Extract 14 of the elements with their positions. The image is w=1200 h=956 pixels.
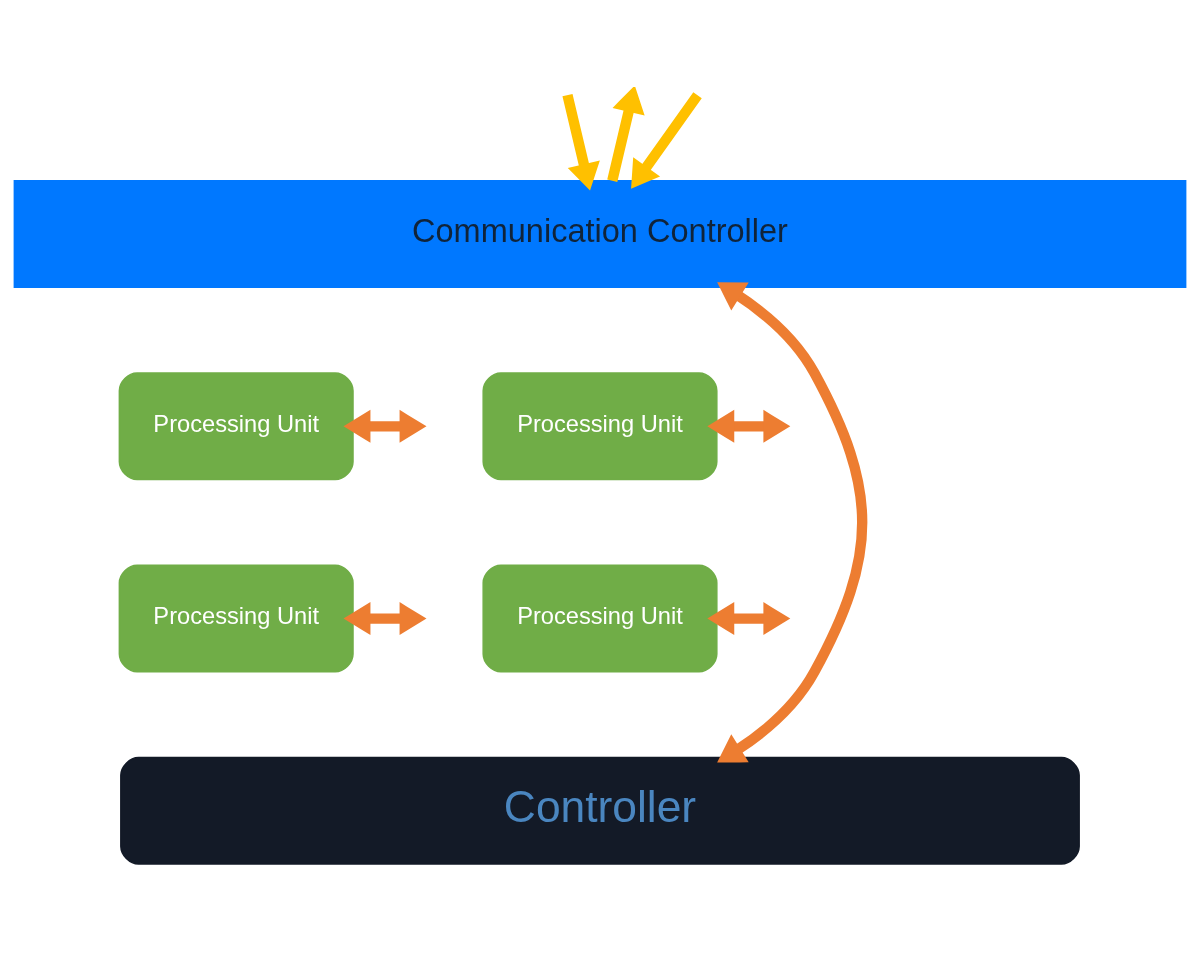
node-box: Communication Controller (13, 179, 1187, 288)
node-box: Controller (120, 756, 1080, 865)
arrow (631, 91, 702, 189)
arrow (343, 601, 427, 635)
arrow (343, 409, 427, 443)
arrow (717, 281, 868, 763)
node-box: Processing Unit (118, 564, 354, 673)
arrow (607, 86, 645, 182)
node-box: Processing Unit (482, 371, 718, 480)
node-box: Processing Unit (482, 564, 718, 673)
arrow (707, 409, 791, 443)
arrow (707, 601, 791, 635)
arrow (562, 93, 600, 190)
node-box: Processing Unit (118, 371, 354, 480)
